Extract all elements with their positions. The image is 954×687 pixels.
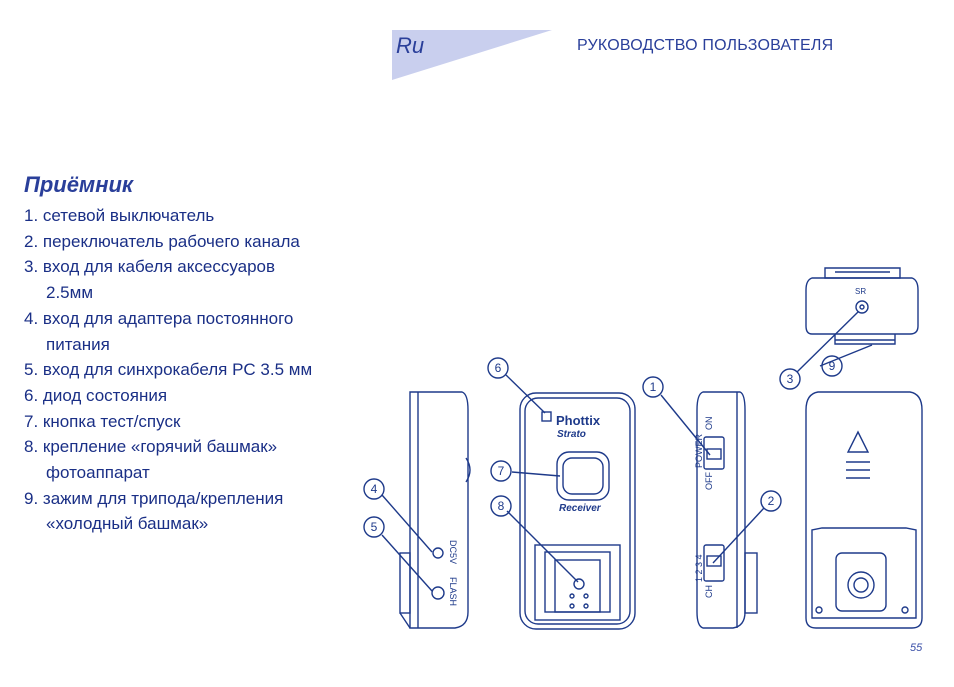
tripod-socket-icon <box>847 571 875 599</box>
callout-number: 8 <box>498 499 505 513</box>
callout-number: 7 <box>498 464 505 478</box>
list-item-text: 4. вход для адаптера постоянного <box>24 308 294 328</box>
list-item-continuation: 2.5мм <box>46 283 94 303</box>
parts-list: 1. сетевой выключатель 2. переключатель … <box>24 203 312 537</box>
list-item: 1. сетевой выключатель <box>24 203 312 229</box>
top-view <box>805 267 919 345</box>
list-item-continuation: питания <box>46 334 110 354</box>
callout-number: 1 <box>650 380 657 394</box>
list-item-text: 6. диод состояния <box>24 385 168 405</box>
power-switch-label: POWER <box>694 433 704 468</box>
callout-8 <box>490 495 512 517</box>
list-item-continuation: фотоаппарат <box>46 463 150 483</box>
list-item: 5. вход для синхрокабеля PC 3.5 мм <box>24 357 312 383</box>
callout-number: 5 <box>371 520 378 534</box>
list-item-text: 8. крепление «горячий башмак» <box>24 437 278 457</box>
list-item: 2. переключатель рабочего канала <box>24 229 312 255</box>
language-band <box>392 30 552 80</box>
side-view-right <box>696 391 758 629</box>
test-button-icon <box>556 451 610 501</box>
flash-port-icon <box>431 586 445 600</box>
callout-5 <box>363 516 385 538</box>
power-switch-icon <box>703 436 725 470</box>
model-label: Strato <box>557 429 586 440</box>
status-led-icon <box>541 411 552 422</box>
sr-port-label: SR <box>855 287 866 296</box>
receiver-label: Receiver <box>559 503 602 514</box>
back-view <box>805 391 923 629</box>
front-view <box>519 392 636 630</box>
arrow-up-icon <box>846 430 870 453</box>
list-item-text: 2. переключатель рабочего канала <box>24 231 300 251</box>
list-item-text: 1. сетевой выключатель <box>24 206 215 225</box>
callout-number: 2 <box>768 494 775 508</box>
brand-logo: Phottix <box>556 413 601 428</box>
list-item-text: 7. кнопка тест/спуск <box>24 411 181 431</box>
channel-switch-icon <box>703 544 725 582</box>
callout-7 <box>490 460 512 482</box>
callout-6 <box>487 357 509 379</box>
list-item: 8. крепление «горячий башмак» фотоаппарат <box>24 434 312 485</box>
section-title: Приёмник <box>24 172 134 197</box>
list-item: 9. зажим для трипода/крепления «холодный … <box>24 486 312 537</box>
list-item-continuation: «холодный башмак» <box>46 514 209 534</box>
manual-title: РУКОВОДСТВО ПОЛЬЗОВАТЕЛЯ <box>577 37 834 54</box>
callout-3 <box>779 368 801 390</box>
callout-4 <box>363 478 385 500</box>
callout-number: 9 <box>829 359 836 373</box>
list-item: 4. вход для адаптера постоянного питания <box>24 306 312 357</box>
list-item-text: 3. вход для кабеля аксессуаров <box>24 257 276 277</box>
callout-9 <box>821 355 843 377</box>
list-item-text: 9. зажим для трипода/крепления <box>24 488 284 508</box>
callout-number: 3 <box>787 372 794 386</box>
list-item: 6. диод состояния <box>24 383 312 409</box>
accessory-port-icon <box>855 300 869 314</box>
side-view-left <box>399 391 471 629</box>
list-item-text: 5. вход для синхрокабеля PC 3.5 мм <box>24 360 313 380</box>
switch-off-label: OFF <box>704 472 714 490</box>
list-item: 3. вход для кабеля аксессуаров 2.5мм <box>24 254 312 305</box>
switch-on-label: ON <box>704 417 714 431</box>
hotshoe-contact-icon <box>573 578 585 590</box>
callout-number: 4 <box>371 482 378 496</box>
flash-port-label: FLASH <box>448 577 458 606</box>
dc-port-icon <box>432 547 444 559</box>
callout-1 <box>642 376 664 398</box>
channel-numbers-label: 1 2 3 4 <box>694 554 704 582</box>
language-code: Ru <box>396 33 425 58</box>
dc-port-label: DC5V <box>448 540 458 564</box>
list-item: 7. кнопка тест/спуск <box>24 409 312 435</box>
callout-2 <box>760 490 782 512</box>
channel-switch-label: CH <box>704 585 714 598</box>
page-number: 55 <box>910 642 923 654</box>
callout-number: 6 <box>495 361 502 375</box>
